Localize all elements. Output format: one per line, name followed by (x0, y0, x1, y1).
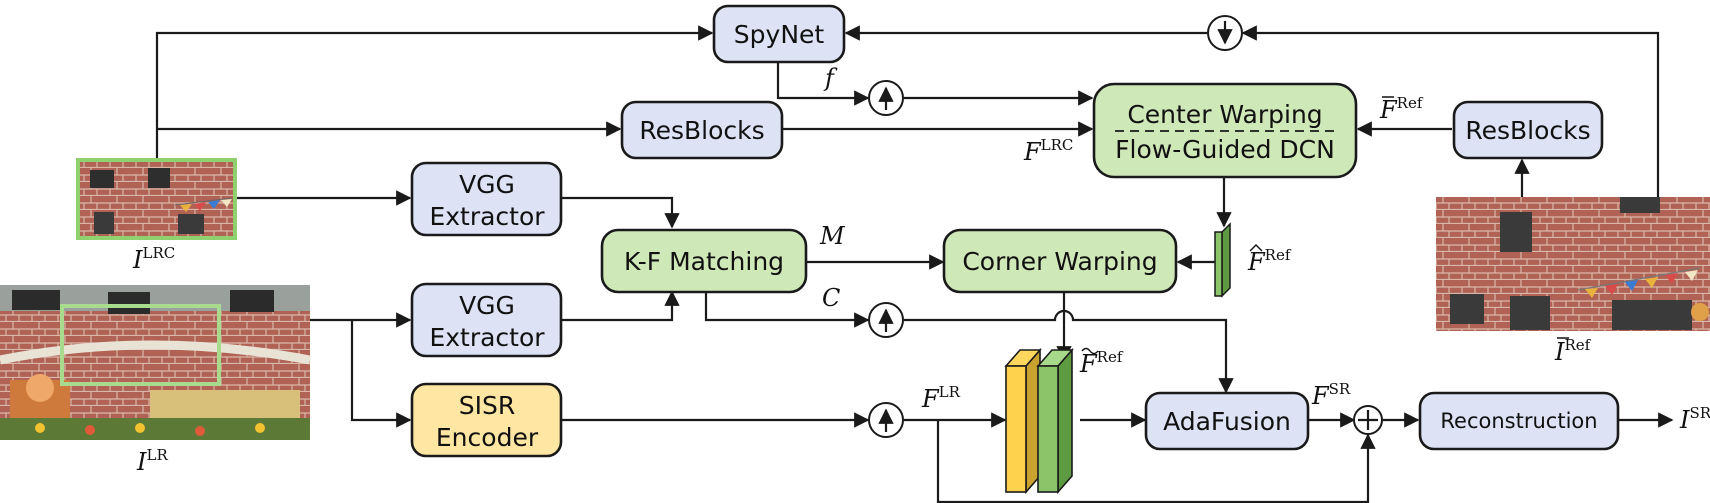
feature-stack-ref-tilde (1036, 347, 1074, 495)
label-f-ref-bar: FRef (1379, 94, 1424, 124)
svg-text:FLRC: FLRC (1023, 136, 1073, 166)
resblocks-ref-label: ResBlocks (1465, 116, 1590, 145)
vgg-extractor-bottom-block: VGG Extractor (410, 282, 563, 358)
spynet-label: SpyNet (734, 20, 825, 49)
label-f-flow: f (823, 64, 838, 92)
sisr-line2: Encoder (436, 423, 539, 452)
downsample-op (1207, 15, 1243, 51)
center-warping-line1: Center Warping (1127, 100, 1322, 129)
label-i-lr: ILR (136, 446, 168, 476)
label-i-sr: ISR (1679, 404, 1710, 434)
resblocks-lr-block: ResBlocks (620, 100, 784, 160)
label-c: C (822, 284, 840, 312)
label-i-lrc: ILRC (132, 244, 175, 274)
kf-matching-block: K-F Matching (600, 228, 808, 294)
label-i-ref: IRef (1554, 336, 1592, 366)
vgg-bottom-line2: Extractor (429, 323, 545, 352)
svg-text:FSR: FSR (1311, 380, 1351, 410)
label-f-lrc: FLRC (1023, 136, 1073, 166)
lr-image (0, 285, 311, 440)
svg-text:ILR: ILR (136, 446, 168, 476)
svg-text:ILRC: ILRC (132, 244, 175, 274)
plus-op (1353, 405, 1383, 435)
upsample-op-flow (868, 80, 904, 116)
reconstruction-label: Reconstruction (1440, 409, 1597, 433)
svg-text:FRef: FRef (1379, 94, 1424, 124)
corner-warping-label: Corner Warping (962, 247, 1157, 276)
lrc-image (76, 158, 237, 240)
warped-ref-feature-hat (1214, 222, 1231, 298)
vgg-top-line1: VGG (459, 170, 515, 199)
label-f-ref-tilde: FRef (1079, 347, 1124, 378)
sisr-line1: SISR (459, 391, 515, 420)
adafusion-label: AdaFusion (1163, 407, 1291, 436)
adafusion-block: AdaFusion (1144, 391, 1310, 451)
resblocks-ref-block: ResBlocks (1452, 100, 1604, 160)
center-warping-block: Center Warping Flow-Guided DCN (1092, 82, 1358, 179)
svg-text:IRef: IRef (1554, 336, 1592, 366)
label-f-lr: FLR (921, 383, 961, 413)
svg-text:ISR: ISR (1679, 404, 1710, 434)
vgg-bottom-line1: VGG (459, 291, 515, 320)
ref-image (1436, 197, 1710, 331)
connection-wires (155, 25, 1674, 503)
vgg-extractor-top-block: VGG Extractor (410, 161, 563, 237)
vgg-top-line2: Extractor (429, 202, 545, 231)
resblocks-lr-label: ResBlocks (639, 116, 764, 145)
reconstruction-block: Reconstruction (1418, 391, 1620, 451)
label-f-ref-hat: FRef (1247, 244, 1292, 276)
corner-warping-block: Corner Warping (942, 228, 1178, 294)
svg-text:FLR: FLR (921, 383, 961, 413)
label-m: M (819, 222, 846, 250)
svg-text:FRef: FRef (1079, 348, 1124, 378)
sisr-encoder-block: SISR Encoder (410, 382, 563, 458)
kf-matching-label: K-F Matching (624, 247, 784, 276)
center-warping-line2: Flow-Guided DCN (1115, 135, 1335, 164)
label-f-sr: FSR (1311, 380, 1351, 410)
spynet-block: SpyNet (712, 4, 846, 64)
upsample-op-confidence (868, 302, 904, 338)
upsample-op-sisr (868, 402, 904, 438)
feature-stack-lr (1004, 347, 1042, 495)
svg-text:FRef: FRef (1247, 246, 1292, 276)
